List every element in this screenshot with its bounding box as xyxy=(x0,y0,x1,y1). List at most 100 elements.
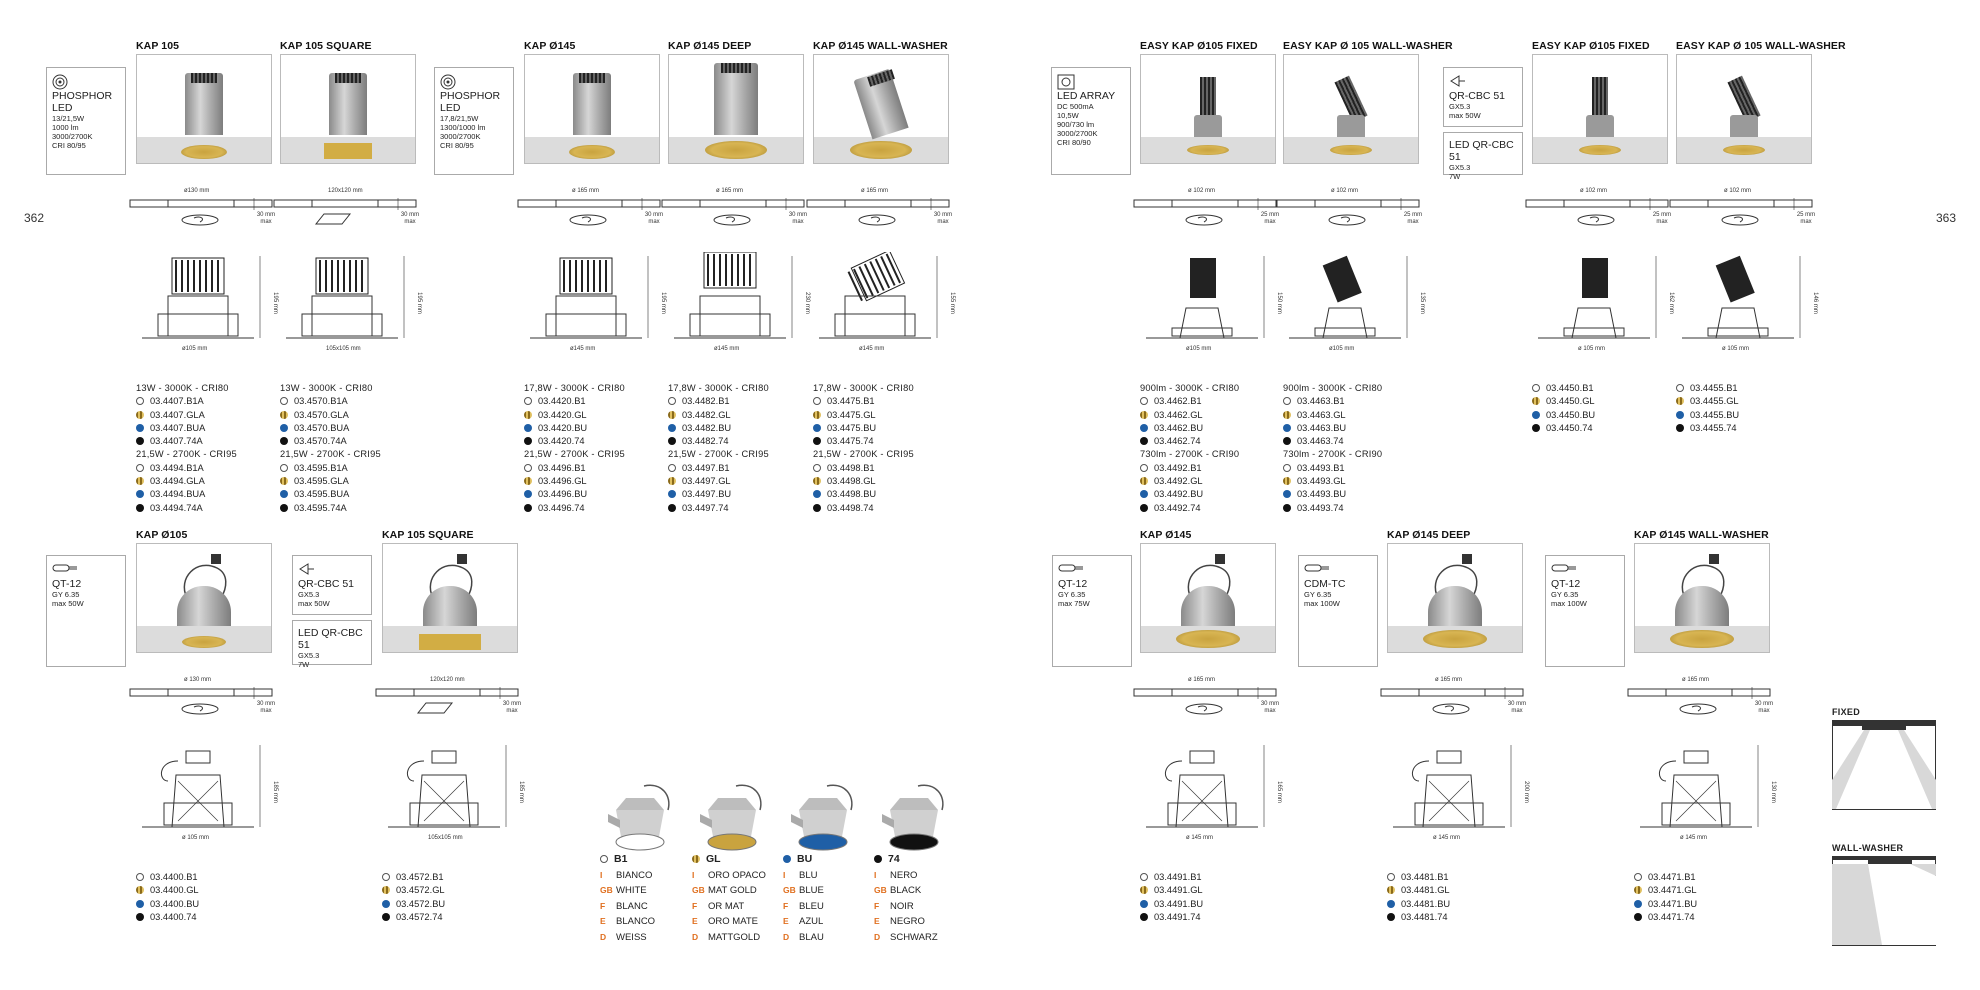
product-photo xyxy=(1283,54,1419,164)
product-title: KAP 105 xyxy=(136,40,180,52)
black-finish-dot xyxy=(136,437,144,446)
section-drawing xyxy=(1668,252,1814,342)
order-code: 03.4400.B1 xyxy=(150,872,198,882)
spec-line: 13W - 3000K - CRI80 xyxy=(136,383,229,393)
lamp-spec: max 100W xyxy=(1551,599,1587,608)
white-finish-dot xyxy=(524,397,532,406)
language-code: D xyxy=(600,931,607,942)
black-finish-dot xyxy=(668,503,676,512)
black-finish-dot xyxy=(668,437,676,446)
order-code: 03.4497.BU xyxy=(682,489,732,500)
white-finish-dot xyxy=(280,397,288,406)
blue-finish-dot xyxy=(136,899,144,908)
order-code: 03.4407.B1A xyxy=(150,396,204,407)
lamp-spec: GY 6.35 xyxy=(52,590,80,599)
finish-sample-render xyxy=(787,780,867,859)
cutout-drawing xyxy=(1379,687,1525,726)
language-code: D xyxy=(783,931,790,942)
order-code: 03.4481.74 xyxy=(1401,911,1448,922)
finish-code: 74 xyxy=(874,852,938,868)
order-code: 03.4492.74 xyxy=(1154,502,1201,513)
recess-depth: 25 mm max xyxy=(1403,212,1423,225)
order-code-row: 03.4450.BU xyxy=(1532,409,1595,422)
cutout-dimension: ø 165 mm xyxy=(716,188,744,194)
order-code: 03.4455.BU xyxy=(1690,409,1740,420)
white-finish-dot xyxy=(136,397,144,406)
order-code: 03.4498.B1 xyxy=(827,462,875,473)
order-code-row: 03.4497.74 xyxy=(668,502,769,515)
white-finish-dot xyxy=(524,463,532,472)
blue-finish-dot xyxy=(1634,899,1642,908)
language-code: I xyxy=(783,869,786,880)
order-code-row: 03.4482.BU xyxy=(668,422,769,435)
order-code-row: 03.4491.B1 xyxy=(1140,871,1203,884)
product-photo xyxy=(136,54,272,164)
fixed-label: FIXED xyxy=(1832,707,1861,717)
blue-finish-dot xyxy=(1532,410,1540,419)
gold-finish-dot xyxy=(280,477,288,486)
order-code: 03.4462.BU xyxy=(1154,422,1204,433)
order-code-row: 03.4494.B1A xyxy=(136,462,237,475)
black-finish-dot xyxy=(1283,437,1291,446)
height-dimension: 200 mm xyxy=(1522,781,1529,803)
order-code: 03.4493.BU xyxy=(1297,489,1347,500)
order-code-row: 03.4482.74 xyxy=(668,435,769,448)
order-code-row: 03.4475.GL xyxy=(813,409,914,422)
lamp-spec: 3000/2700K xyxy=(1057,129,1098,138)
order-code: 03.4450.B1 xyxy=(1546,383,1594,393)
order-code: 03.4407.74A xyxy=(150,436,203,447)
gold-finish-dot xyxy=(524,410,532,419)
blue-finish-dot xyxy=(136,423,144,432)
lamp-name: QR-CBC 51 xyxy=(298,578,355,590)
order-code-row: 03.4572.B1 xyxy=(382,871,445,884)
finish-name: BLAU xyxy=(799,931,824,943)
spec-line: 17,8W - 3000K - CRI80 xyxy=(524,383,625,393)
order-code-row: 03.4407.74A xyxy=(136,435,237,448)
product-title: KAP Ø145 xyxy=(524,40,576,52)
order-code: 03.4475.74 xyxy=(827,436,874,447)
order-code-row: 03.4491.74 xyxy=(1140,911,1203,924)
order-code: 03.4492.BU xyxy=(1154,489,1204,500)
spec-line: 21,5W - 2700K - CRI95 xyxy=(524,449,625,460)
order-code: 03.4475.BU xyxy=(827,422,877,433)
white-finish-dot xyxy=(1676,384,1684,392)
gold-finish-dot xyxy=(1140,477,1148,486)
order-code-row: 03.4492.BU xyxy=(1140,488,1239,501)
cutout-drawing xyxy=(805,198,951,237)
section-drawing xyxy=(128,741,274,831)
order-code-row: 03.4420.B1 xyxy=(524,395,625,408)
order-code-row: 03.4481.GL xyxy=(1387,884,1450,897)
order-code: 03.4498.74 xyxy=(827,502,874,513)
finish-name: ORO MATE xyxy=(708,916,758,927)
order-code: 03.4595.GLA xyxy=(294,476,349,487)
led-square-icon xyxy=(1057,74,1075,90)
order-code: 03.4572.B1 xyxy=(396,872,444,882)
spec-line: 21,5W - 2700K - CRI95 xyxy=(813,449,914,460)
white-finish-dot xyxy=(136,873,144,881)
order-code-row: 03.4595.GLA xyxy=(280,475,381,488)
gold-finish-dot xyxy=(1283,410,1291,419)
order-code-row: 03.4463.BU xyxy=(1283,422,1382,435)
black-finish-dot xyxy=(813,503,821,512)
white-finish-dot xyxy=(1140,397,1148,406)
order-code-row: 03.4491.BU xyxy=(1140,898,1203,911)
cutout-dimension: ø130 mm xyxy=(184,188,210,194)
order-code: 03.4481.B1 xyxy=(1401,872,1449,882)
language-code: E xyxy=(692,916,698,926)
recess-depth: 30 mm max xyxy=(788,212,808,225)
led-disc-icon xyxy=(440,74,458,90)
order-code: 03.4570.GLA xyxy=(294,409,349,420)
order-code-row: 03.4450.B1 xyxy=(1532,382,1595,395)
product-photo xyxy=(1140,54,1276,164)
width-dimension: ø105 mm xyxy=(1186,346,1212,352)
order-code-row: 03.4493.B1 xyxy=(1283,462,1382,475)
gold-finish-dot xyxy=(1634,886,1642,895)
